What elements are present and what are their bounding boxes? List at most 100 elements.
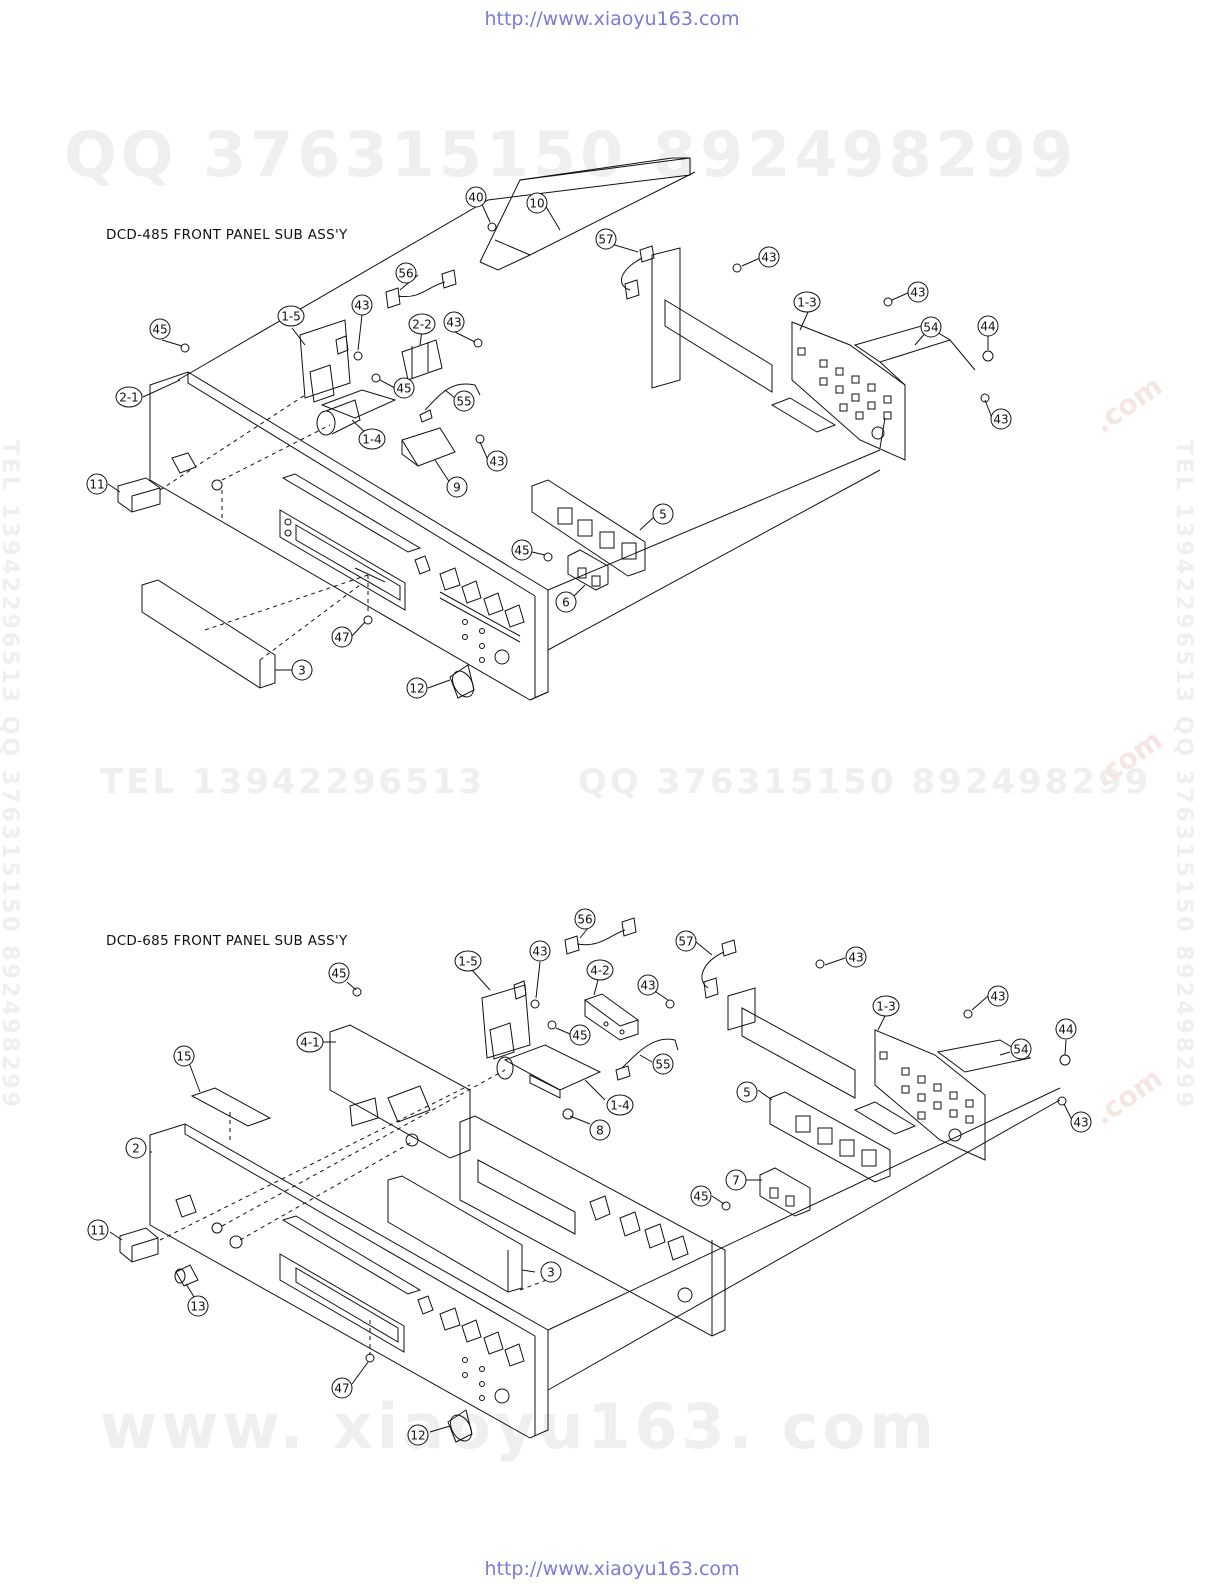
callout-label: 43	[446, 316, 461, 330]
callout-2-43: 43	[845, 946, 867, 968]
callout-bubble	[1055, 1018, 1077, 1040]
callout-bubble	[454, 950, 482, 972]
callout-bubble	[540, 1261, 562, 1283]
callout-bubble	[443, 311, 465, 333]
cable-57	[620, 245, 655, 300]
callout-1-10: 10	[526, 192, 548, 214]
callout-2-56: 56	[574, 908, 596, 930]
callout-bubble	[606, 1094, 634, 1116]
callout-bubble	[511, 539, 533, 561]
bracket-2-2	[401, 339, 443, 381]
callout-label: 44	[980, 320, 995, 334]
callout-label: 43	[848, 951, 863, 965]
callout-bubble	[296, 1031, 324, 1053]
knob-12	[449, 664, 475, 699]
pcb-1-3	[651, 247, 906, 461]
callout-bubble	[526, 192, 548, 214]
callout-bubble	[595, 228, 617, 250]
diagram-2-parts	[119, 917, 1071, 1443]
callout-bubble	[872, 995, 900, 1017]
callout-1-43: 43	[351, 294, 373, 316]
switch-block-7	[759, 1167, 811, 1217]
callout-1-45: 45	[393, 377, 415, 399]
callout-2-4-1: 4-1	[296, 1031, 324, 1053]
mechanism-frame	[459, 1115, 726, 1337]
callout-bubble	[586, 959, 614, 981]
callout-label: 45	[693, 1190, 708, 1204]
jack-1-4	[316, 389, 397, 436]
callout-bubble	[351, 294, 373, 316]
callout-label: 54	[1013, 1043, 1028, 1057]
front-panel-2	[149, 1123, 549, 1439]
callout-label: 1-4	[610, 1099, 630, 1113]
callout-label: 1-3	[876, 1000, 896, 1014]
callout-bubble	[291, 659, 313, 681]
callout-bubble	[907, 281, 929, 303]
diagram-1-title: DCD-485 FRONT PANEL SUB ASS'Y	[106, 227, 348, 243]
callout-2-47: 47	[331, 1377, 353, 1399]
pcb-1-5	[299, 319, 351, 403]
diagram-1-parts	[117, 157, 994, 701]
callout-2-4-2: 4-2	[586, 959, 614, 981]
callout-label: 45	[514, 544, 529, 558]
callout-label: 5	[659, 508, 667, 522]
callout-label: 43	[640, 979, 655, 993]
callout-2-13: 13	[187, 1295, 209, 1317]
callout-2-45: 45	[569, 1024, 591, 1046]
callout-1-43: 43	[486, 450, 508, 472]
callout-label: 12	[409, 682, 424, 696]
callout-1-6: 6	[555, 591, 577, 613]
callout-2-7: 7	[725, 1169, 747, 1191]
callout-label: 4-1	[300, 1036, 320, 1050]
callout-label: 1-3	[797, 296, 817, 310]
sheet-54b	[936, 1039, 1032, 1073]
display-window-3	[141, 579, 276, 689]
callout-bubble	[690, 1185, 712, 1207]
callout-label: 2	[132, 1142, 140, 1156]
callout-bubble	[990, 408, 1012, 430]
callout-1-40: 40	[465, 186, 487, 208]
callout-bubble	[465, 186, 487, 208]
knob-13	[174, 1264, 199, 1287]
sub-panel-4-1	[329, 1024, 471, 1159]
callout-label: 9	[453, 481, 461, 495]
callout-label: 43	[990, 990, 1005, 1004]
callout-label: 45	[331, 967, 346, 981]
callout-label: 5	[743, 1086, 751, 1100]
callout-1-3: 3	[291, 659, 313, 681]
watermark-www-bottom: www. xiaoyu163. com	[100, 1390, 938, 1463]
callout-bubble	[574, 908, 596, 930]
callout-2-2: 2	[125, 1137, 147, 1159]
callout-bubble	[406, 677, 428, 699]
callout-bubble	[589, 1119, 611, 1141]
callout-2-11: 11	[87, 1219, 109, 1241]
callout-bubble	[845, 946, 867, 968]
callout-1-5: 5	[652, 503, 674, 525]
callout-label: 7	[732, 1174, 740, 1188]
callout-label: 3	[547, 1266, 555, 1280]
callout-bubble	[569, 1024, 591, 1046]
callout-1-43: 43	[443, 311, 465, 333]
callout-label: 12	[410, 1429, 425, 1443]
cable-57b	[701, 939, 737, 999]
callout-label: 43	[489, 455, 504, 469]
header-url[interactable]: http://www.xiaoyu163.com	[484, 8, 740, 30]
footer-url[interactable]: http://www.xiaoyu163.com	[484, 1558, 740, 1580]
callout-label: 47	[334, 1382, 349, 1396]
pcb-1-5b	[481, 980, 531, 1060]
callout-2-1-3: 1-3	[872, 995, 900, 1017]
callout-2-1-4: 1-4	[606, 1094, 634, 1116]
callout-bubble	[529, 940, 551, 962]
bracket-4-2	[583, 993, 640, 1041]
callout-2-57: 57	[675, 930, 697, 952]
cable-56b	[564, 917, 637, 955]
callout-label: 6	[562, 596, 570, 610]
callout-label: 1-5	[281, 310, 301, 324]
watermark-qq-top: QQ 376315150 892498299	[64, 118, 1078, 191]
callout-label: 11	[89, 478, 104, 492]
callout-2-54: 54	[1010, 1038, 1032, 1060]
callout-label: 2-2	[412, 318, 432, 332]
callout-1-45: 45	[149, 318, 171, 340]
callout-label: 13	[190, 1300, 205, 1314]
